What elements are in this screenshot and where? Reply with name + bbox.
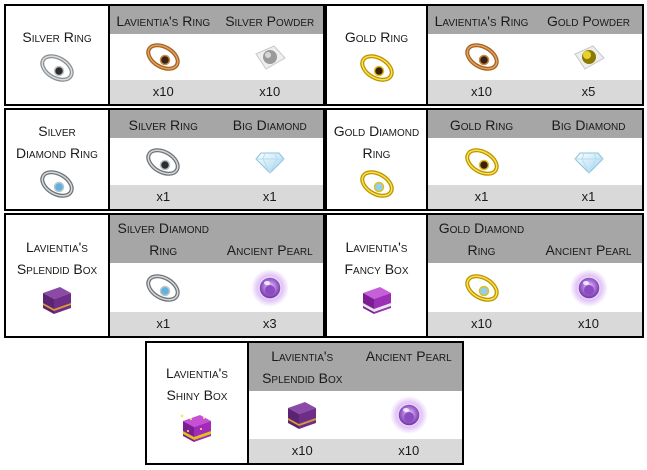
result-name-line: Gold Diamond xyxy=(333,122,420,139)
material-name: Ancient Pearl xyxy=(545,242,632,258)
material-name-line: Ring xyxy=(149,242,178,258)
gold-diamond-ring-icon xyxy=(428,263,535,312)
materials: Lavientia's Ring Gold Powder x10 x5 xyxy=(428,6,642,104)
gold-ring-icon xyxy=(428,138,535,185)
material-name: Silver Ring xyxy=(128,117,198,133)
material-qty: x3 xyxy=(262,316,277,331)
recipe-panel-silver-ring: Silver Ring Lavientia's Ring Silver Powd… xyxy=(4,4,325,106)
shiny-box-icon xyxy=(179,410,215,444)
silver-powder-icon xyxy=(217,34,324,80)
material-name: Ancient Pearl xyxy=(226,242,313,258)
result-name-line: Silver xyxy=(38,122,76,139)
ancient-pearl-icon xyxy=(356,391,463,439)
ancient-pearl-icon xyxy=(535,263,642,312)
material-qty: x10 xyxy=(398,443,420,458)
material-name: Big Diamond xyxy=(232,117,307,133)
bronze-ring-icon xyxy=(110,34,217,80)
splendid-box-icon xyxy=(249,391,356,439)
material-name-line: Gold Diamond xyxy=(438,220,525,236)
material-qty: x10 xyxy=(578,316,599,331)
recipe-panel-gold-ring: Gold Ring Lavientia's Ring Gold Powder x… xyxy=(325,4,644,106)
material-qty: x10 xyxy=(152,84,174,99)
material-qty: x5 xyxy=(581,84,596,99)
material-name: Gold Powder xyxy=(546,13,630,29)
material-qty: x10 xyxy=(259,84,281,99)
material-qty: x10 xyxy=(471,316,492,331)
diamond-icon xyxy=(217,138,324,185)
splendid-box-icon xyxy=(40,284,74,316)
material-qty: x1 xyxy=(156,316,171,331)
silver-ring-icon xyxy=(110,138,217,185)
result-name-line: Splendid Box xyxy=(16,260,98,277)
material-name-line: Silver Diamond xyxy=(117,220,210,236)
silver-ring-icon xyxy=(37,52,77,84)
material-name-line: Ring xyxy=(467,242,496,258)
material-name: Lavientia's Ring xyxy=(434,13,529,29)
silver-diamond-ring-icon xyxy=(110,263,217,312)
result-cell: Silver Ring xyxy=(6,6,110,104)
bronze-ring-icon xyxy=(428,34,535,80)
material-name: Ancient Pearl xyxy=(365,348,452,364)
material-name: Big Diamond xyxy=(551,117,626,133)
result-name-line: Lavientia's xyxy=(345,238,408,255)
materials: Silver Ring Big Diamond x1 x1 xyxy=(110,110,323,209)
gold-powder-icon xyxy=(535,34,642,80)
result-name: Gold Ring xyxy=(344,29,409,45)
ancient-pearl-icon xyxy=(217,263,324,312)
diamond-icon xyxy=(535,138,642,185)
material-name-line: Splendid Box xyxy=(262,370,343,386)
result-name-line: Shiny Box xyxy=(166,387,228,403)
result-name-line: Lavientia's xyxy=(166,365,228,381)
result-name: Silver Ring xyxy=(22,29,92,45)
gold-diamond-ring-icon xyxy=(357,168,397,200)
material-name: Gold Ring xyxy=(449,117,514,133)
material-qty: x1 xyxy=(262,189,277,204)
material-qty: x10 xyxy=(291,443,313,458)
silver-diamond-ring-icon xyxy=(37,168,77,200)
materials: Gold Ring Big Diamond x1 x1 xyxy=(428,110,642,209)
result-name-line: Diamond Ring xyxy=(16,144,98,161)
gold-ring-icon xyxy=(357,52,397,84)
materials: Lavientia's Ring Silver Powder x10 x10 xyxy=(110,6,323,104)
result-name-line: Lavientia's xyxy=(26,238,88,255)
material-qty: x1 xyxy=(156,189,171,204)
fancy-box-icon xyxy=(360,284,394,316)
material-qty: x1 xyxy=(581,189,596,204)
material-qty: x10 xyxy=(471,84,492,99)
result-cell: Gold Ring xyxy=(327,6,428,104)
material-qty: x1 xyxy=(474,189,489,204)
material-name: Silver Powder xyxy=(225,13,315,29)
material-name: Lavientia's Ring xyxy=(116,13,211,29)
result-name-line: Fancy Box xyxy=(344,260,409,277)
result-name-line: Ring xyxy=(362,144,391,161)
material-name-line: Lavientia's xyxy=(271,348,334,364)
